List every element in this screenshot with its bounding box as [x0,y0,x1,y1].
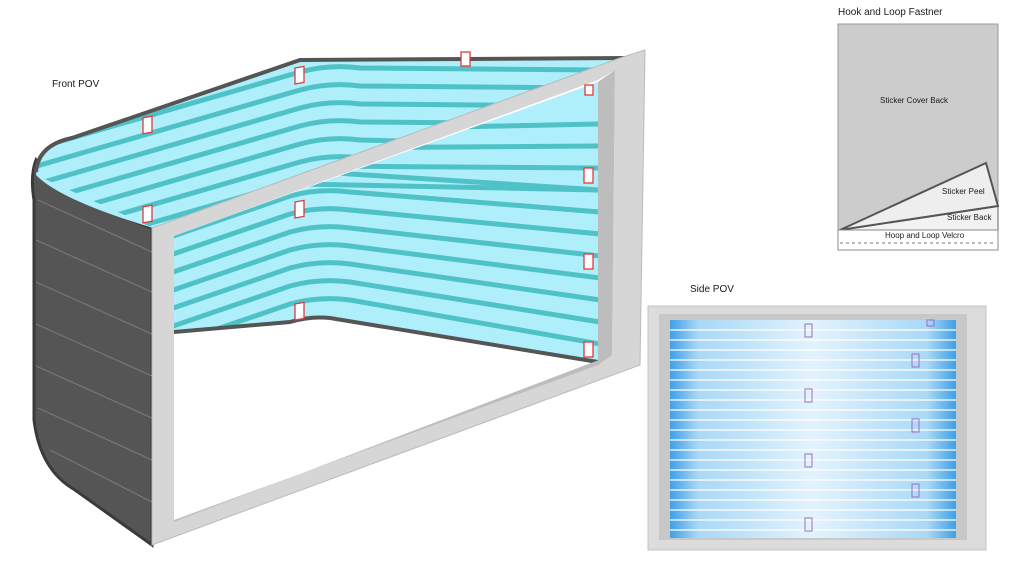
side-sticker-markers [804,319,935,532]
sticker-marker [911,418,920,433]
sticker-markers [142,51,594,358]
sticker-marker [583,341,594,358]
sticker-marker [294,301,305,321]
pool-lines [670,329,956,531]
sticker-marker [911,353,920,368]
sticker-marker [460,51,471,67]
sticker-peel-layer [839,161,1000,231]
front-pov-illustration [30,49,646,548]
sticker-marker [294,199,305,219]
sticker-cover-back-label: Sticker Cover Back [880,96,949,105]
sticker-marker [804,453,813,468]
velcro-label: Hoop and Loop Velcro [885,231,965,240]
sticker-marker [804,388,813,403]
side-pov-title: Side POV [690,284,734,295]
sticker-marker [584,84,594,96]
side-pov-illustration [647,305,987,551]
sticker-marker [926,319,935,327]
pool-water [670,320,956,538]
sticker-marker [142,204,153,224]
top-rim [34,56,626,173]
fastener-title: Hook and Loop Fastner [838,7,943,18]
velcro-strip [837,229,999,251]
sticker-marker [142,115,153,135]
sticker-marker [911,483,920,498]
sticker-back-label: Sticker Back [947,213,992,222]
sticker-peel-label: Sticker Peel [942,187,985,196]
sticker-marker [294,65,305,85]
dark-panel-seams [35,199,153,503]
front-pov-title: Front POV [52,79,100,90]
sticker-marker [804,517,813,532]
sticker-marker [804,323,813,338]
sticker-marker [583,253,594,270]
fastener-diagram [837,23,1000,251]
sticker-marker [583,167,594,184]
